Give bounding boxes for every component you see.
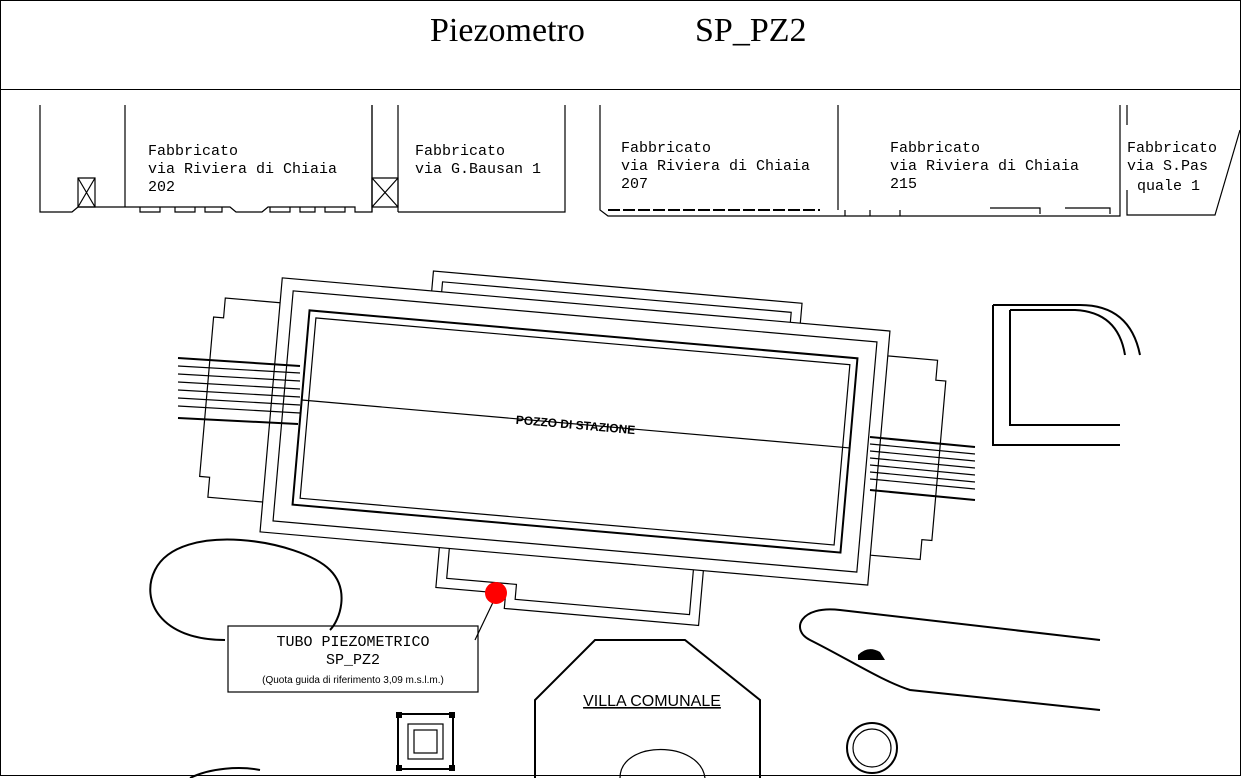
tunnel-left — [177, 357, 301, 425]
buildings-strip: Fabbricato via Riviera di Chiaia 202 Fab… — [39, 105, 1241, 217]
piezometer-id: SP_PZ2 — [326, 652, 380, 669]
svg-text:via S.Pas: via S.Pas — [1127, 158, 1208, 175]
piezometer-id-title: SP_PZ2 — [695, 12, 807, 49]
svg-text:via G.Bausan 1: via G.Bausan 1 — [415, 161, 541, 178]
svg-text:Fabbricato: Fabbricato — [621, 140, 711, 157]
svg-text:quale 1: quale 1 — [1137, 178, 1200, 195]
garden-blob — [149, 538, 343, 641]
square-feature — [396, 712, 455, 771]
piezometer: TUBO PIEZOMETRICO SP_PZ2 (Quota guida di… — [227, 582, 507, 693]
villa-comunale: VILLA COMUNALE — [534, 639, 761, 778]
station-label: POZZO DI STAZIONE — [515, 413, 636, 437]
villa-comunale-label: VILLA COMUNALE — [583, 693, 721, 710]
piezometer-label: TUBO PIEZOMETRICO — [276, 634, 429, 651]
svg-text:via Riviera di Chiaia: via Riviera di Chiaia — [890, 158, 1079, 175]
title-label: Piezometro — [430, 12, 585, 49]
svg-text:via Riviera di Chiaia: via Riviera di Chiaia — [148, 161, 337, 178]
small-dark-feature — [858, 649, 885, 660]
svg-text:Fabbricato: Fabbricato — [1127, 140, 1217, 157]
building-label-bausan: Fabbricato via G.Bausan 1 — [415, 143, 541, 178]
title-header: Piezometro SP_PZ2 — [0, 0, 1241, 90]
piezometer-callout-box — [227, 625, 479, 693]
svg-text:Fabbricato: Fabbricato — [415, 143, 505, 160]
building-label-207: Fabbricato via Riviera di Chiaia 207 — [621, 140, 810, 193]
building-label-202: Fabbricato via Riviera di Chiaia 202 — [148, 143, 337, 196]
svg-text:215: 215 — [890, 176, 917, 193]
rounded-structure — [992, 304, 1141, 446]
piezometer-reference: (Quota guida di riferimento 3,09 m.s.l.m… — [262, 675, 444, 686]
svg-text:207: 207 — [621, 176, 648, 193]
station-structure: POZZO DI STAZIONE — [199, 270, 947, 627]
tunnel-right — [869, 436, 976, 501]
svg-text:202: 202 — [148, 179, 175, 196]
svg-text:Fabbricato: Fabbricato — [148, 143, 238, 160]
long-garden-shape — [799, 608, 1101, 711]
piezometer-marker — [485, 582, 507, 604]
building-label-215: Fabbricato via Riviera di Chiaia 215 — [890, 140, 1079, 193]
svg-text:Fabbricato: Fabbricato — [890, 140, 980, 157]
round-feature — [846, 722, 898, 774]
svg-text:via Riviera di Chiaia: via Riviera di Chiaia — [621, 158, 810, 175]
garden-blob-bottom — [189, 767, 261, 778]
building-label-spasquale: Fabbricato via S.Pas quale 1 — [1127, 140, 1217, 195]
